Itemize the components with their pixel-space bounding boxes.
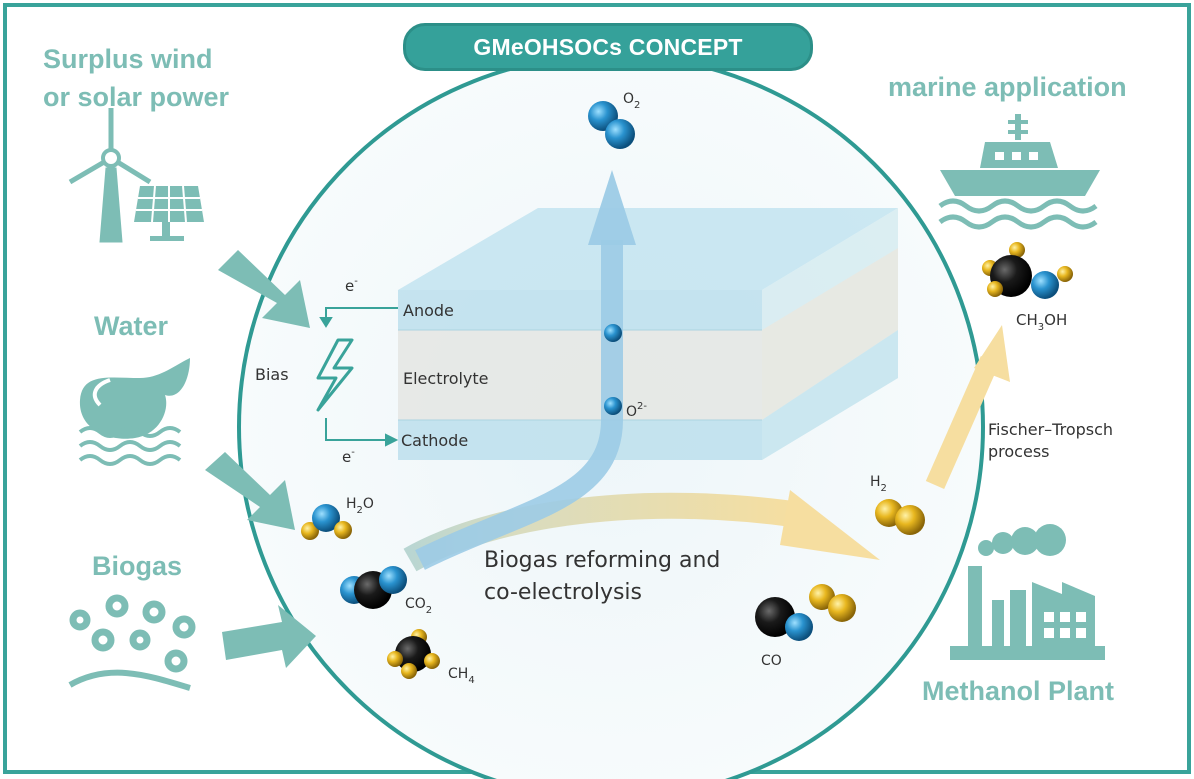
biogas-arrow: [222, 605, 316, 668]
bolt-icon: [316, 338, 354, 412]
cathode-layer: [398, 420, 762, 460]
water-drop-icon: [79, 358, 190, 439]
o2-molecule: [588, 101, 635, 149]
fischer-arrow: [925, 355, 1000, 490]
reforming-arrow-head: [780, 490, 880, 560]
oxygen-arrow-head: [588, 170, 636, 245]
concept-title: GMeOHSOCs CONCEPT: [403, 23, 813, 71]
ch3oh-molecule: [982, 242, 1073, 299]
co2-label: CO2: [405, 596, 433, 616]
h2-label: H2: [870, 474, 887, 494]
cathode-label: Cathode: [401, 431, 469, 450]
water-waves-icon: [78, 426, 182, 466]
oxide-atom-upper: [604, 324, 622, 342]
marine-label: marine application: [888, 72, 1127, 102]
electron-bottom-label: e-: [342, 447, 355, 466]
water-arrow: [205, 452, 295, 530]
anode-layer: [398, 290, 762, 330]
circuit-wires: [319, 307, 399, 447]
solar-panel-icon: [134, 185, 204, 241]
electrolyte-layer: [398, 330, 762, 420]
co2-molecule: [340, 566, 407, 609]
biogas-label: Biogas: [92, 551, 183, 581]
sea-waves-icon: [938, 198, 1098, 230]
wind-turbine-icon: [68, 108, 152, 243]
fischer-tropsch-label: Fischer–Tropsch process: [988, 420, 1114, 461]
factory-windows-icon: [1044, 612, 1086, 638]
biogas-base-icon: [68, 669, 191, 691]
electrolysis-cell: [398, 208, 898, 460]
methanol-plant-label: Methanol Plant: [922, 676, 1115, 706]
ship-windows-icon: [995, 152, 1038, 160]
co-molecule: [755, 597, 813, 641]
anode-label: Anode: [403, 301, 454, 320]
power-arrow: [218, 250, 310, 328]
reforming-label: Biogas reforming and co-electrolysis: [484, 548, 721, 605]
h2o-molecule: [301, 504, 352, 540]
ch4-molecule: [387, 629, 440, 679]
co-label: CO: [761, 653, 782, 669]
water-label: Water: [94, 311, 169, 341]
fischer-arrow-head: [974, 325, 1010, 382]
oxide-atom-lower: [604, 397, 622, 415]
ch3oh-label: CH3OH: [1016, 311, 1068, 333]
h2o-label: H2O: [346, 496, 374, 516]
factory-icon: [950, 524, 1105, 660]
biogas-bubbles-icon: [69, 594, 196, 673]
electrolyte-label: Electrolyte: [403, 369, 489, 388]
o2-label: O2: [623, 91, 641, 111]
oxide-ion-label: O2-: [626, 401, 648, 420]
ch4-label: CH4: [448, 666, 475, 686]
power-label: Surplus wind or solar power: [43, 44, 230, 112]
h2-molecule-bottom: [809, 584, 856, 622]
oxygen-arrow: [415, 240, 623, 570]
electron-top-label: e-: [345, 276, 358, 295]
bias-label: Bias: [255, 365, 289, 384]
h2-molecule: [875, 499, 925, 535]
